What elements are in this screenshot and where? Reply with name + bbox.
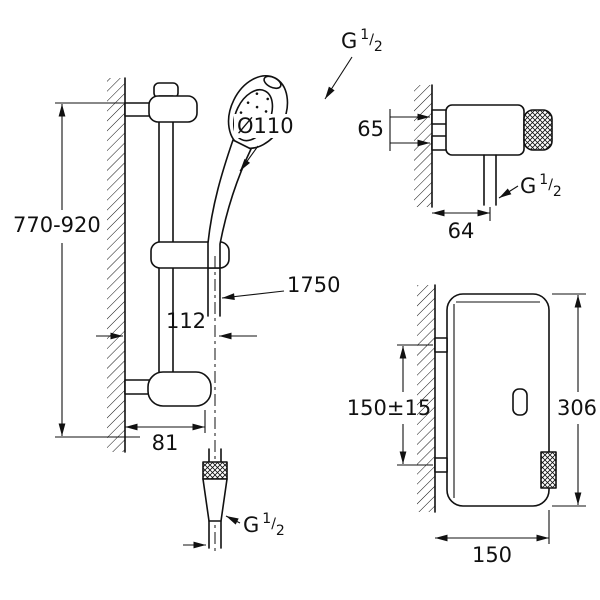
thermostat-knob xyxy=(523,109,553,151)
dim-bracket-spacing-label: 150±15 xyxy=(347,396,431,420)
wall-hatch xyxy=(107,78,125,452)
dim-port-spacing-label: 65 xyxy=(357,117,384,141)
detail-button xyxy=(512,388,528,416)
wall-hatch xyxy=(414,85,432,207)
dim-bracket-spacing: 150±15 xyxy=(347,344,433,466)
grip-knob xyxy=(540,451,557,489)
dim-outlet-depth: 64 xyxy=(432,207,491,243)
dim-hose-offset: 112 xyxy=(96,309,257,340)
rail-bottom-bracket xyxy=(147,371,212,407)
dim-base-depth: 81 xyxy=(125,410,206,455)
mounting-tab-top xyxy=(434,337,448,353)
dim-hose-length: 1750 xyxy=(221,273,340,300)
dim-base-depth-label: 81 xyxy=(152,431,179,455)
mounting-tab-bottom xyxy=(434,457,448,473)
outlet-pipe xyxy=(483,154,497,206)
dim-port-spacing: 65 xyxy=(357,109,430,151)
hand-shower-head xyxy=(227,75,289,149)
shower-hose xyxy=(207,267,221,317)
thermostat-front-view: 150±15 306 150 xyxy=(347,284,597,567)
dim-hose-offset-label: 112 xyxy=(166,309,206,333)
hose-connector xyxy=(202,448,228,549)
dim-body-height-label: 306 xyxy=(557,396,597,420)
front-body xyxy=(446,293,550,507)
dim-head-diameter-label: Ø110 xyxy=(237,114,294,138)
dim-head-diameter: Ø110 xyxy=(234,114,300,172)
dim-rail-height-label: 770-920 xyxy=(13,213,101,237)
dim-rail-height: 770-920 xyxy=(13,104,101,436)
thermostat-body xyxy=(445,104,525,156)
dim-body-height: 306 xyxy=(552,293,597,507)
dim-hose-length-label: 1750 xyxy=(287,273,340,297)
wall-hatch xyxy=(417,285,435,512)
rail-top-bracket xyxy=(148,95,198,123)
dim-body-width-label: 150 xyxy=(472,543,512,567)
head-cone xyxy=(263,75,282,90)
dim-body-width: 150 xyxy=(435,510,550,567)
dim-outlet-depth-label: 64 xyxy=(448,219,475,243)
